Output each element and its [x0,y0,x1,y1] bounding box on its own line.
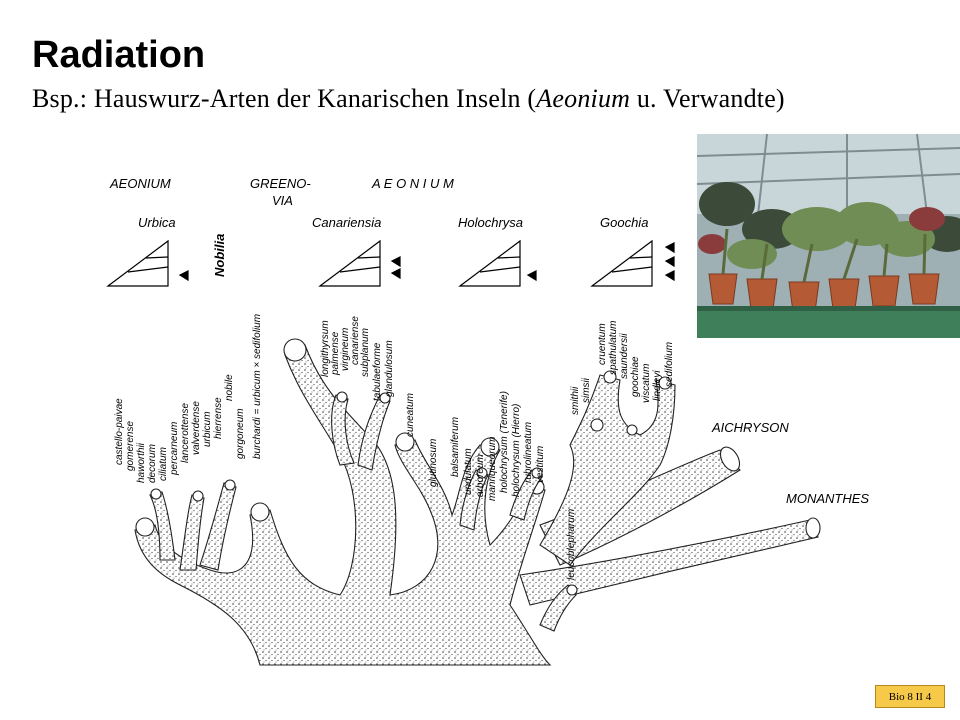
radiation-diagram: AEONIUM GREENO- VIA A E O N I U M Urbica… [106,176,869,666]
triangle-icon-goochia [590,239,675,287]
species-label: percarneum [169,422,180,476]
species-holochrysa-labels: glutinosum balsamiferum undulatum arbore… [428,391,577,580]
section-goochia: Goochia [600,215,648,230]
species-label: spathulatum [608,321,619,375]
species-label: arboreum [475,454,486,497]
triangle-icon-urbica [106,239,189,287]
lineage-aichryson: AICHRYSON [711,420,789,435]
species-label: urbicum [202,411,213,447]
species-label: rubrolineatum [523,422,534,483]
section-canariensia: Canariensia [312,215,381,230]
label-greenovia-1: GREENO- [250,176,311,191]
species-label: haworthii [136,442,147,483]
species-label: valverdense [191,401,202,455]
species-label: cuneatum [405,393,416,437]
species-label: lancerottense [180,403,191,463]
section-holochrysa: Holochrysa [458,215,523,230]
section-nobilia: Nobilia [212,234,227,277]
species-label: canariense [350,316,361,365]
species-label: cruentum [597,323,608,365]
species-label: balsamiferum [450,417,461,477]
species-label: manriqueorum [487,437,498,501]
label-greenovia-2: VIA [272,193,293,208]
species-label: goochiae [630,356,641,397]
species-greenovia-labels: gorgoneum burchardi = urbicum × sedifoli… [235,314,263,459]
species-label: lindleyi [652,370,663,401]
species-label: tabulaeforme [372,342,383,401]
species-label: simsii [581,377,592,403]
species-label: longithyrsum [320,320,331,377]
label-aeonium-spaced: A E O N I U M [371,176,454,191]
species-label: hierrense [213,397,224,439]
species-label: undulatum [463,448,474,495]
species-label: glandulosum [384,340,395,397]
species-label: gomerense [125,421,136,471]
slide-subtitle: Bsp.: Hauswurz-Arten der Kanarischen Ins… [32,84,785,113]
species-label: sedifolium [664,342,675,387]
species-label: gorgoneum [235,408,246,459]
species-label: holochrysum (Tenerife) [499,391,510,493]
slide-title: Radiation [32,34,206,76]
species-label: palmense [330,331,341,376]
species-label: castello-paivae [114,398,125,465]
species-label: smithii [570,386,581,415]
triangle-icon-holochrysa [458,239,537,287]
species-label: saundersii [619,333,630,379]
species-urbica-labels: castello-paivae gomerense haworthii deco… [114,374,235,483]
triangle-icon-canariensia [318,239,401,287]
species-label: vestitum [535,446,546,483]
species-canariensia-labels: longithyrsum palmense virgineum canarien… [320,316,416,437]
species-label: leucoblepharum [566,509,577,580]
slide-badge: Bio 8 II 4 [875,685,945,708]
species-label: nobile [224,374,235,401]
species-label: subplanum [360,328,371,377]
species-label: virgineum [340,328,351,371]
species-label: holochrysum (Hierro) [511,404,522,497]
species-goochia-labels: smithii simsii cruentum spathulatum saun… [570,321,675,415]
label-aeonium-left: AEONIUM [109,176,171,191]
species-label: decorum [147,444,158,483]
species-label: viscatum [641,364,652,403]
genus-name: Aeonium [536,84,631,113]
species-label: burchardi = urbicum × sedifolium [252,314,263,459]
greenhouse-aeonium-photo [697,134,960,338]
section-urbica: Urbica [138,215,176,230]
lineage-monanthes: MONANTHES [786,491,869,506]
species-label: ciliatum [158,447,169,481]
species-label: glutinosum [428,439,439,487]
phylogeny-tree [134,338,821,666]
